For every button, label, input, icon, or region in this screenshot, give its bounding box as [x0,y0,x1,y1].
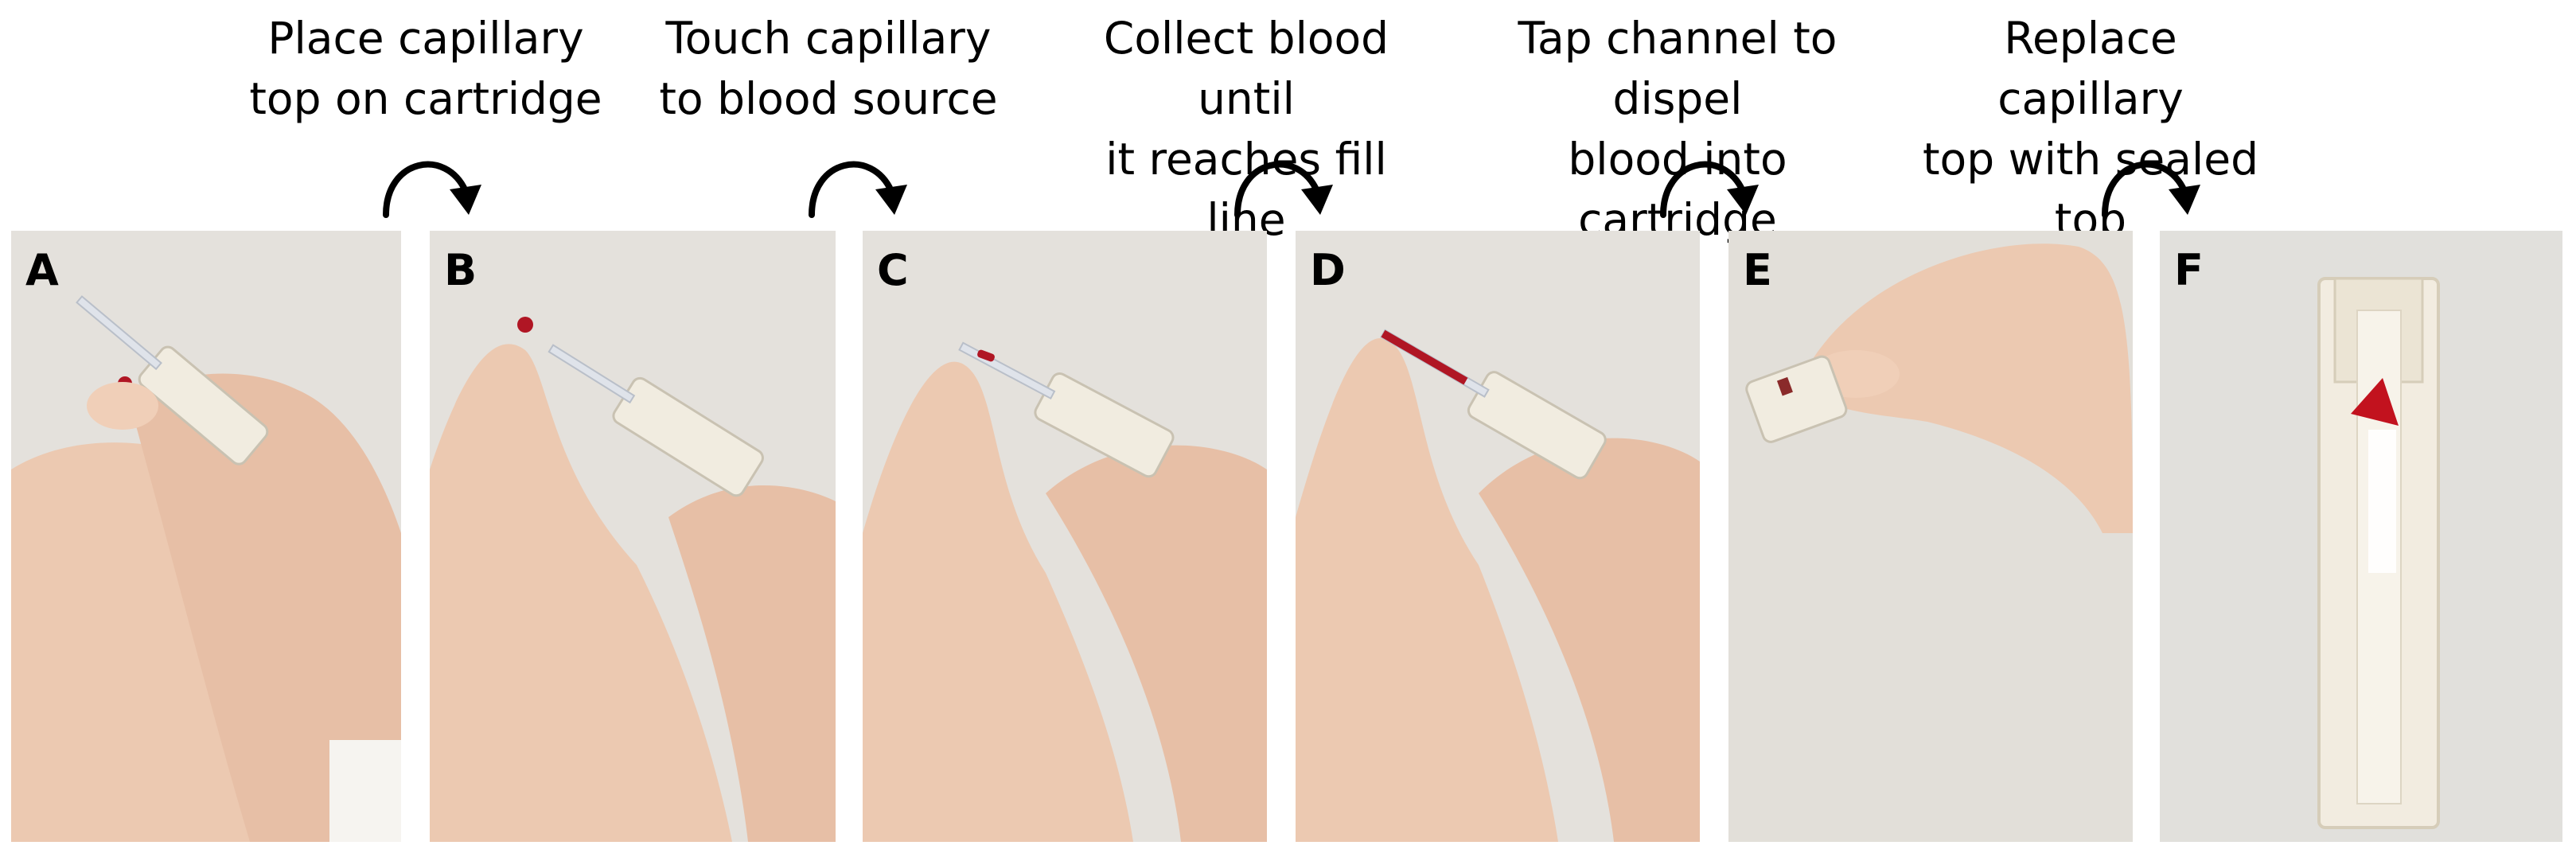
panel-label: D [1310,245,1346,295]
photo-panel-e: E [1728,231,2133,842]
curved-arrow-icon [1234,161,1333,218]
photo-panel-b: B [430,231,836,842]
panel-label: F [2174,245,2204,295]
panel-label: B [444,245,477,295]
panel-d-illustration [1296,231,1700,842]
panel-e-illustration [1728,231,2133,842]
curved-arrow-icon [1660,161,1759,218]
step-caption-2: Touch capillary to blood source [659,13,998,124]
curved-arrow-icon [809,161,907,218]
photo-panel-a: A [11,231,401,842]
panel-label: A [25,245,59,295]
photo-panel-f: F [2160,231,2562,842]
step-caption-5: Replace capillary top with sealed top [1922,13,2258,245]
panel-c-illustration [863,231,1267,842]
panel-b-illustration [430,231,836,842]
curved-arrow-icon [383,161,481,218]
photo-panel-c: C [863,231,1267,842]
panel-a-illustration [11,231,401,842]
curved-arrow-icon [2102,161,2200,218]
panel-label: E [1743,245,1772,295]
step-caption-1: Place capillary top on cartridge [249,13,602,124]
panel-f-illustration [2160,231,2562,842]
step-caption-3: Collect blood until it reaches fill line [1103,13,1389,245]
photo-panel-d: D [1296,231,1700,842]
panel-label: C [877,245,909,295]
